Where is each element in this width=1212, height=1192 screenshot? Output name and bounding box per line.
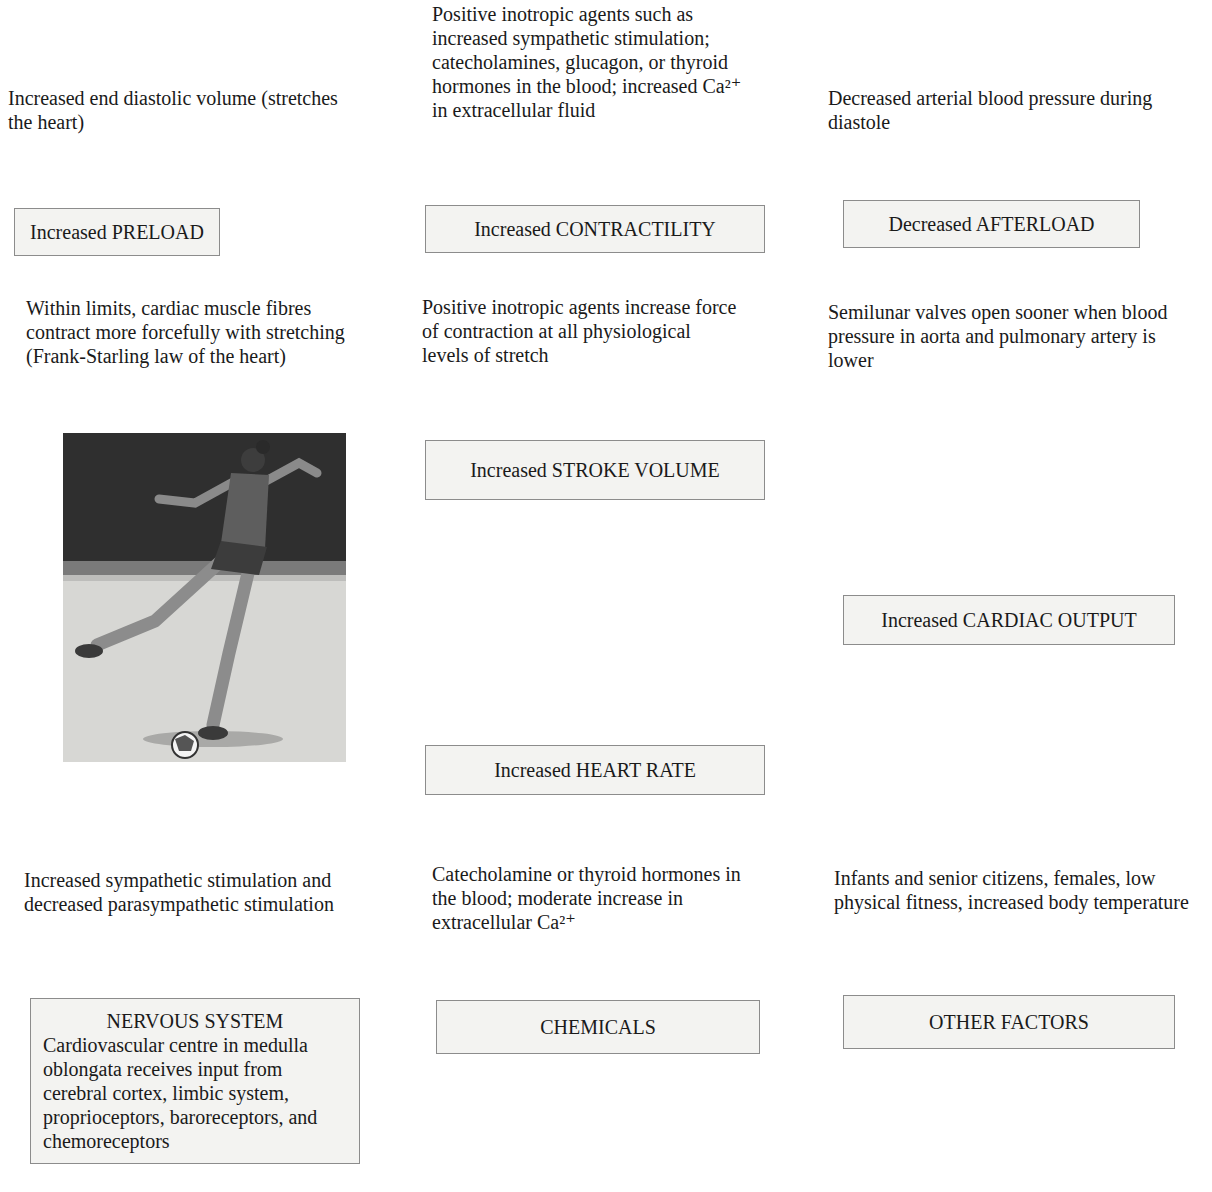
box-title: CHEMICALS: [540, 1015, 656, 1039]
process-box: Decreased AFTERLOAD: [843, 200, 1140, 248]
process-box: CHEMICALS: [436, 1000, 760, 1054]
process-box: OTHER FACTORS: [843, 995, 1175, 1049]
process-box: Increased CARDIAC OUTPUT: [843, 595, 1175, 645]
process-box: Increased STROKE VOLUME: [425, 440, 765, 500]
annotation-text: Decreased arterial blood pressure during…: [828, 86, 1188, 134]
edge-label: Positive inotropic agents increase force…: [422, 295, 742, 367]
annotation-text: Increased end diastolic volume (stretche…: [8, 86, 338, 134]
process-box: Increased PRELOAD: [14, 208, 220, 256]
edge-label: Semilunar valves open sooner when blood …: [828, 300, 1173, 372]
box-title: Increased STROKE VOLUME: [470, 458, 720, 482]
box-title: Decreased AFTERLOAD: [888, 212, 1094, 236]
process-box: Increased CONTRACTILITY: [425, 205, 765, 253]
box-title: NERVOUS SYSTEM: [107, 1009, 284, 1033]
edge-label: Infants and senior citizens, females, lo…: [834, 866, 1194, 914]
box-title: Increased CARDIAC OUTPUT: [881, 608, 1137, 632]
box-title: Increased HEART RATE: [494, 758, 696, 782]
edge-label: Within limits, cardiac muscle fibres con…: [26, 296, 356, 368]
box-title: Increased CONTRACTILITY: [474, 217, 716, 241]
process-box: NERVOUS SYSTEMCardiovascular centre in m…: [30, 998, 360, 1164]
edge-label: Increased sympathetic stimulation and de…: [24, 868, 369, 916]
box-title: OTHER FACTORS: [929, 1010, 1089, 1034]
soccer-photo: [63, 433, 346, 762]
box-title: Increased PRELOAD: [30, 220, 204, 244]
process-box: Increased HEART RATE: [425, 745, 765, 795]
edge-label: Catecholamine or thyroid hormones in the…: [432, 862, 762, 934]
annotation-text: Positive inotropic agents such as increa…: [432, 2, 752, 122]
box-body: Cardiovascular centre in medulla oblonga…: [43, 1033, 347, 1153]
